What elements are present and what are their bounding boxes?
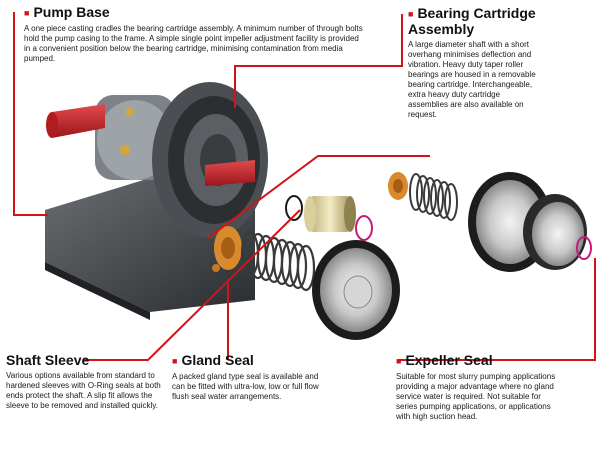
shaft-sleeve-illustration [285,195,373,241]
bearing-cartridge-text: A large diameter shaft with a short over… [408,39,536,119]
leader-pump-base [13,12,48,216]
shaft-sleeve-title: Shaft Sleeve [6,352,90,368]
pump-base-title: Pump Base [33,4,110,20]
gland-seal-illustration [212,226,400,340]
pump-base-illustration [45,82,268,320]
bearing-cartridge-illustration [388,172,592,272]
callout-pump-base: ■Pump Base A one piece casting cradles t… [24,5,364,64]
bullet-icon: ■ [396,355,402,366]
leader-expeller-seal [398,258,596,361]
gland-seal-title: Gland Seal [181,352,254,368]
bullet-icon: ■ [408,8,414,19]
expeller-seal-text: Suitable for most slurry pumping applica… [396,371,556,421]
bearing-cartridge-title: Bearing Cartridge Assembly [408,5,536,37]
expeller-seal-title: Expeller Seal [405,352,493,368]
leader-seal-bridge [207,155,430,239]
bullet-icon: ■ [172,355,178,366]
leader-shaft-sleeve [84,209,301,361]
callout-shaft-sleeve: Shaft Sleeve Various options available f… [6,353,164,411]
callout-expeller-seal: ■Expeller Seal Suitable for most slurry … [396,353,564,422]
bullet-icon: ■ [24,7,30,18]
callout-bearing-cartridge: ■Bearing Cartridge Assembly A large diam… [408,6,536,120]
gland-seal-text: A packed gland type seal is available an… [172,371,319,401]
leader-bearing-cartridge [234,14,403,108]
leader-lines [13,12,596,361]
callout-gland-seal: ■Gland Seal A packed gland type seal is … [172,353,330,402]
shaft-sleeve-text: Various options available from standard … [6,371,161,410]
pump-base-text: A one piece casting cradles the bearing … [24,23,363,63]
